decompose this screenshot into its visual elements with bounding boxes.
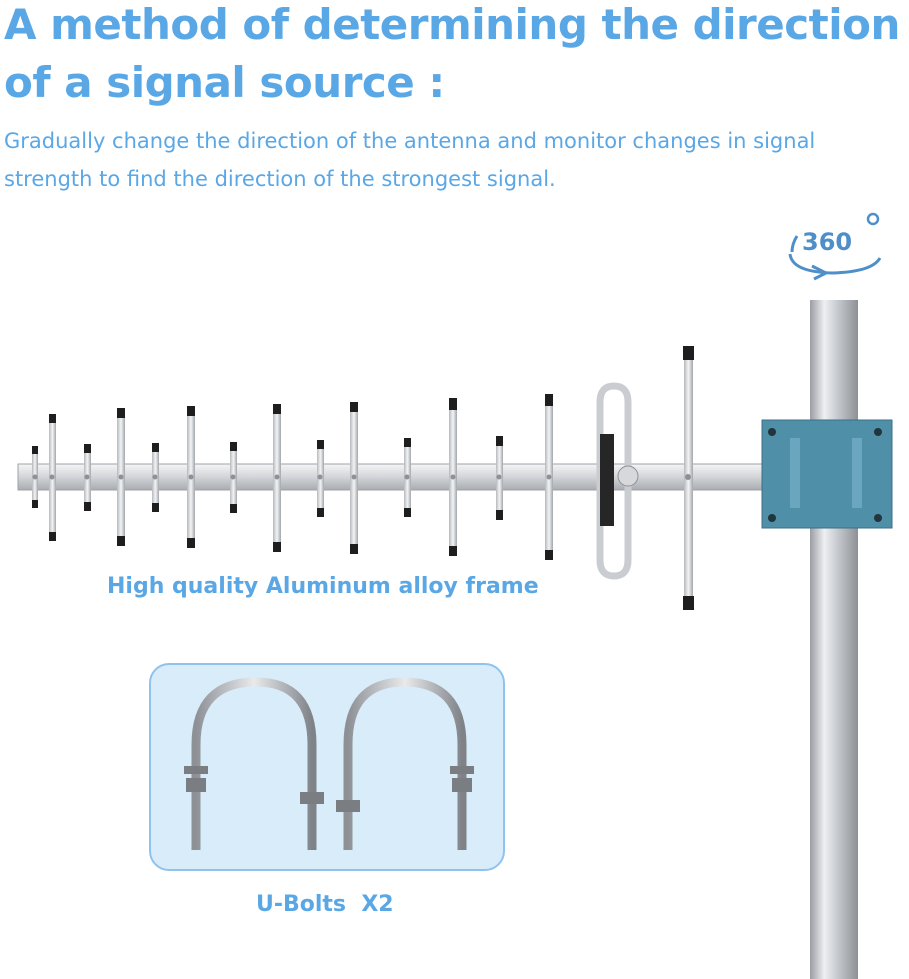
rotate-360-icon — [788, 212, 882, 281]
description-text: Gradually change the direction of the an… — [4, 129, 816, 191]
frame-caption: High quality Aluminum alloy frame — [107, 574, 539, 599]
u-bolts-image — [184, 677, 474, 850]
director-elements — [32, 346, 694, 610]
bolts-caption: U-Bolts X2 — [256, 892, 394, 917]
page-title: A method of determining the direction of… — [4, 0, 900, 107]
folded-dipole — [596, 382, 639, 580]
antenna-boom — [17, 463, 775, 491]
mast-pole — [810, 300, 858, 979]
mounting-bracket — [761, 419, 893, 529]
rotation-badge: 360 — [802, 228, 853, 256]
